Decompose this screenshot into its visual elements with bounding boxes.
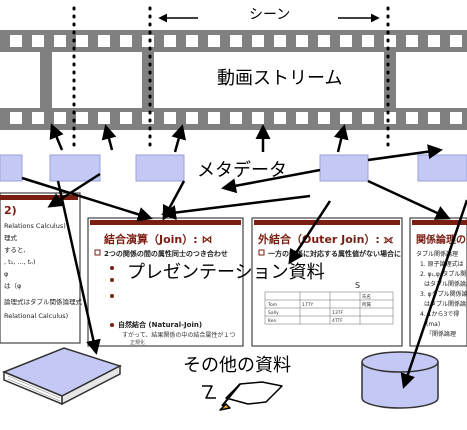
database-icon: [361, 351, 439, 409]
svg-text:すがって、結果関係の中の結合属性が１つ: すがって、結果関係の中の結合属性が１つ: [122, 331, 235, 339]
svg-text:所属: 所属: [362, 301, 371, 308]
slide-2: 結合演算（Join）: ⋈ 2つの関係の間の属性同士のつき合わせ 自然結合 (N…: [87, 217, 244, 347]
sprocket-hole: [428, 35, 440, 47]
sprocket-hole: [54, 35, 66, 47]
svg-text:自然結合 (Natural-Join): 自然結合 (Natural-Join): [118, 320, 202, 329]
sprocket-hole: [274, 35, 286, 47]
sprocket-hole: [406, 112, 418, 124]
svg-text:Relational Calculus): Relational Calculus): [4, 312, 68, 320]
sprocket-hole: [362, 112, 374, 124]
video-stream-label: 動画ストリーム: [214, 68, 346, 90]
sprocket-hole: [164, 112, 176, 124]
svg-text:3. φタプル関係論理: 3. φタプル関係論理: [420, 290, 467, 298]
sprocket-hole: [186, 35, 198, 47]
sprocket-hole: [120, 112, 132, 124]
stream-to-metadata-arrows: [49, 123, 349, 153]
sprocket-hole: [32, 112, 44, 124]
svg-text:2つの関係の間の属性同士のつき合わせ: 2つの関係の間の属性同士のつき合わせ: [104, 249, 228, 258]
sprocket-hole: [142, 112, 154, 124]
sprocket-hole: [296, 112, 308, 124]
sprocket-hole: [208, 112, 220, 124]
svg-text:4TTF: 4TTF: [332, 318, 343, 324]
svg-text:正規化: 正規化: [130, 339, 145, 346]
svg-text:φ: φ: [4, 270, 8, 278]
slide-1-title: 2): [4, 204, 17, 217]
sprocket-hole: [76, 35, 88, 47]
svg-text:Relations Calculus): Relations Calculus): [4, 222, 66, 230]
other-materials-label: その他の資料: [183, 355, 291, 376]
svg-text:理式: 理式: [4, 233, 18, 242]
svg-text:(ma): (ma): [426, 321, 440, 328]
sprocket-hole: [340, 112, 352, 124]
svg-text:17TY: 17TY: [302, 302, 313, 308]
svg-text:はタプル関係論: はタプル関係論: [424, 300, 466, 308]
sprocket-hole: [164, 35, 176, 47]
sprocket-hole: [362, 35, 374, 47]
sprocket-hole: [384, 35, 396, 47]
sprocket-hole: [54, 112, 66, 124]
sprocket-hole: [252, 112, 264, 124]
sprocket-hole: [406, 35, 418, 47]
scene-label: シーン: [246, 6, 294, 24]
sprocket-hole: [10, 112, 22, 124]
sprocket-hole: [32, 35, 44, 47]
sprocket-hole: [450, 35, 462, 47]
sprocket-hole: [120, 35, 132, 47]
svg-text:1. 原子論理式は: 1. 原子論理式は: [420, 260, 464, 268]
handwritten-note-icon: [202, 381, 283, 411]
slide-3: 外結合（Outer Join）: ⟗ 一方の関係に対応する属性値がない場合に S…: [251, 217, 403, 347]
sprocket-hole: [142, 35, 154, 47]
sprocket-hole: [10, 35, 22, 47]
svg-text:は（φ: は（φ: [4, 282, 21, 290]
slide-4-title: 関係論理の: [416, 233, 466, 246]
svg-text:S: S: [355, 281, 360, 290]
sprocket-hole: [208, 35, 220, 47]
presentation-label: プレゼンテーション資料: [127, 262, 325, 283]
svg-text:13TF: 13TF: [332, 310, 343, 316]
svg-text:論理式はタプル関係論理式: 論理式はタプル関係論理式: [4, 297, 83, 306]
metadata-row: [0, 154, 467, 182]
svg-text:タプル関係論理: タプル関係論理: [416, 250, 458, 258]
book-icon: [2, 347, 122, 406]
svg-text:一方の関係に対応する属性値がない場合に: 一方の関係に対応する属性値がない場合に: [268, 249, 401, 258]
sprocket-hole: [428, 112, 440, 124]
svg-text:4. 1から3で得: 4. 1から3で得: [420, 310, 459, 318]
sprocket-holes-bottom: [10, 112, 462, 124]
sprocket-hole: [230, 35, 242, 47]
sprocket-hole: [252, 35, 264, 47]
svg-text:「関係論理: 「関係論理: [426, 330, 456, 338]
metadata-arrows: [21, 144, 467, 389]
sprocket-hole: [230, 112, 242, 124]
sprocket-holes-top: [10, 35, 462, 47]
sprocket-hole: [318, 112, 330, 124]
sprocket-hole: [186, 112, 198, 124]
svg-text:はタプル関係論理: はタプル関係論理: [424, 280, 467, 288]
metadata-label: メタデータ: [197, 160, 287, 181]
svg-text:, t₁, ..., tₙ): , t₁, ..., tₙ): [4, 258, 35, 266]
svg-text:氏名: 氏名: [362, 293, 371, 300]
film-strip: [0, 30, 467, 130]
svg-text:Sally: Sally: [268, 310, 279, 316]
slide-3-title: 外結合（Outer Join）: ⟗: [257, 232, 394, 246]
sprocket-hole: [274, 112, 286, 124]
sprocket-hole: [450, 112, 462, 124]
slide-1: 2) Relations Calculus) 理式 すると, , t₁, ...…: [0, 192, 83, 344]
sprocket-hole: [340, 35, 352, 47]
slide-2-title: 結合演算（Join）: ⋈: [104, 232, 212, 246]
sprocket-hole: [384, 112, 396, 124]
svg-text:Tom: Tom: [267, 302, 277, 308]
sprocket-hole: [296, 35, 308, 47]
sprocket-hole: [76, 112, 88, 124]
svg-text:すると,: すると,: [4, 246, 26, 254]
svg-text:Ken: Ken: [268, 318, 276, 324]
sprocket-hole: [318, 35, 330, 47]
sprocket-hole: [98, 112, 110, 124]
sprocket-hole: [98, 35, 110, 47]
scene-boundaries: [72, 6, 390, 152]
